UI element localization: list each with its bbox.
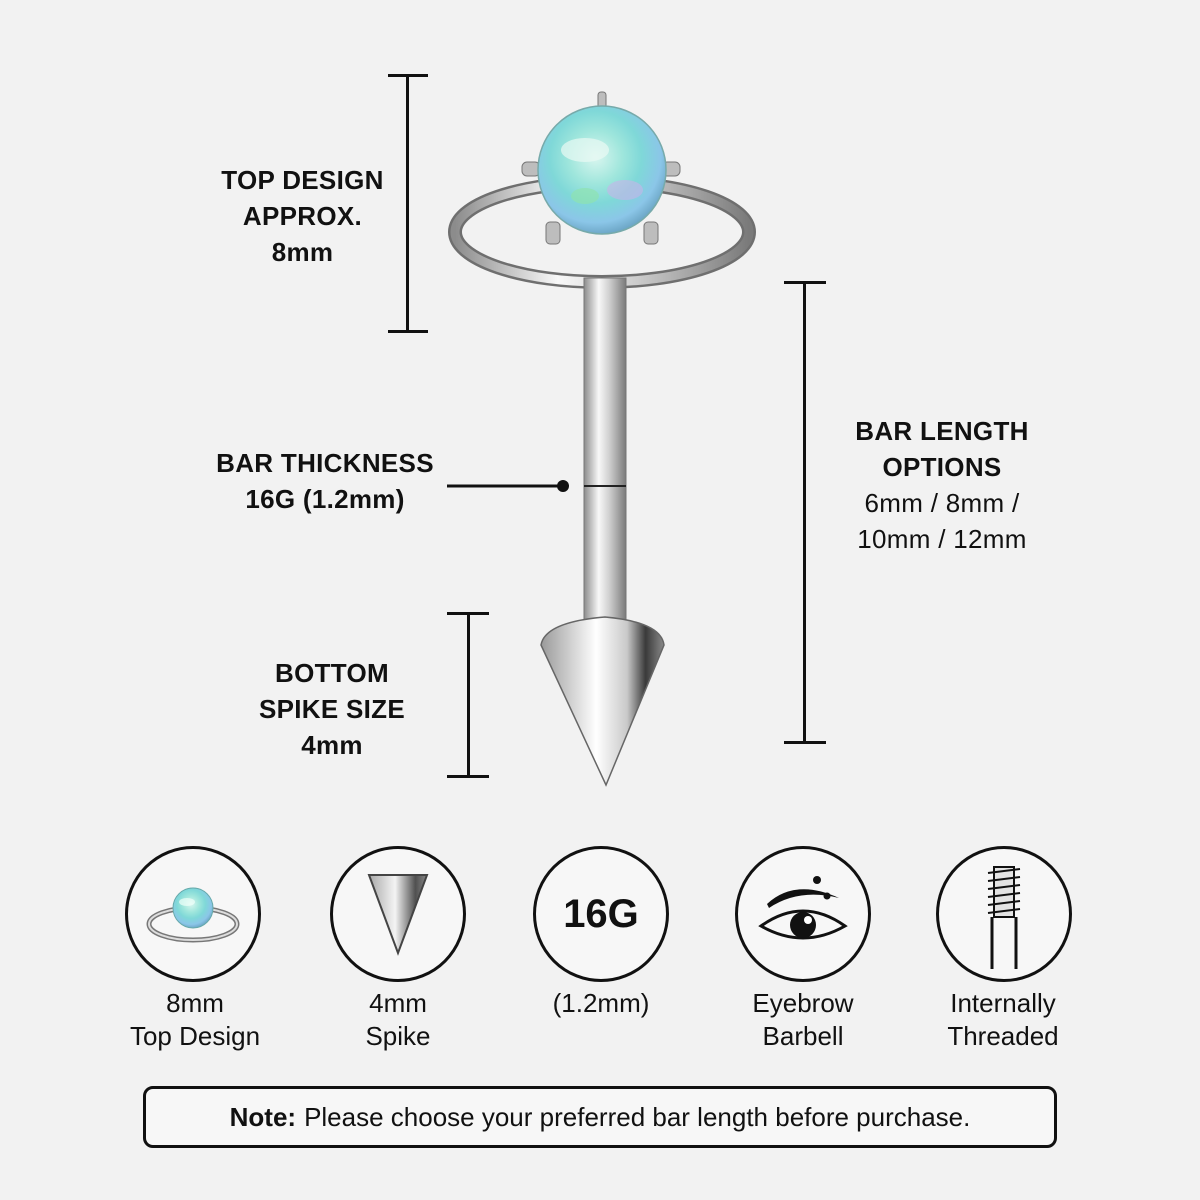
top-design-cap-top [388,74,428,77]
top-design-cap-bottom [388,330,428,333]
feature-caption-line-2: Spike [365,1021,431,1051]
feature-caption-line-1: (1.2mm) [552,988,650,1018]
feature-caption-line-2: Top Design [129,1021,261,1051]
bar-length-line-1: BAR LENGTH [855,416,1029,446]
feature-caption-threaded: Internally Threaded [903,987,1103,1053]
feature-caption-gauge: (1.2mm) [501,987,701,1020]
eyebrow-icon [735,846,871,982]
top-design-label: TOP DESIGN APPROX. 8mm [190,162,415,270]
top-design-dimension-line [406,74,409,333]
barbell-illustration [447,91,756,787]
feature-caption-line-1: Eyebrow [752,988,854,1018]
bar-length-line-2: OPTIONS [882,452,1002,482]
bar-thickness-line-1: BAR THICKNESS [216,448,434,478]
spike-dimension-line [467,612,470,778]
gauge-icon-text: 16G [563,891,639,936]
bar-length-dimension-line [803,281,806,744]
feature-caption-spike: 4mm Spike [298,987,498,1053]
bar-length-label: BAR LENGTH OPTIONS 6mm / 8mm / 10mm / 12… [832,413,1052,557]
feature-caption-eyebrow: Eyebrow Barbell [703,987,903,1053]
bar-length-line-3: 6mm / 8mm / [864,488,1020,518]
feature-caption-line-2: Threaded [947,1021,1059,1051]
bar-length-cap-bottom [784,741,826,744]
spike-cap-bottom [447,775,489,778]
feature-caption-line-1: 4mm [369,988,427,1018]
bar-length-line-4: 10mm / 12mm [857,524,1027,554]
feature-caption-line-1: 8mm [166,988,224,1018]
opal-top-design-icon [125,846,261,982]
spike-icon [330,846,466,982]
top-design-line-3: 8mm [271,237,334,267]
thread-icon [936,846,1072,982]
top-design-line-1: TOP DESIGN [221,165,384,195]
bar-thickness-label: BAR THICKNESS 16G (1.2mm) [200,445,450,517]
feature-caption-line-1: Internally [950,988,1056,1018]
bottom-spike-label: BOTTOM SPIKE SIZE 4mm [217,655,447,763]
note-label: Note: [229,1101,297,1132]
note-text: Please choose your preferred bar length … [304,1101,971,1132]
bottom-spike-line-1: BOTTOM [275,658,389,688]
bar-length-cap-top [784,281,826,284]
bottom-spike-line-2: SPIKE SIZE [258,694,406,724]
gauge-icon: 16G [533,846,669,982]
feature-caption-top-design: 8mm Top Design [95,987,295,1053]
spike-cap-top [447,612,489,615]
top-design-line-2: APPROX. [242,201,363,231]
bottom-spike-line-3: 4mm [301,730,363,760]
bar-thickness-line-2: 16G (1.2mm) [245,484,405,514]
purchase-note: Note: Please choose your preferred bar l… [143,1086,1057,1148]
feature-caption-line-2: Barbell [762,1021,844,1051]
